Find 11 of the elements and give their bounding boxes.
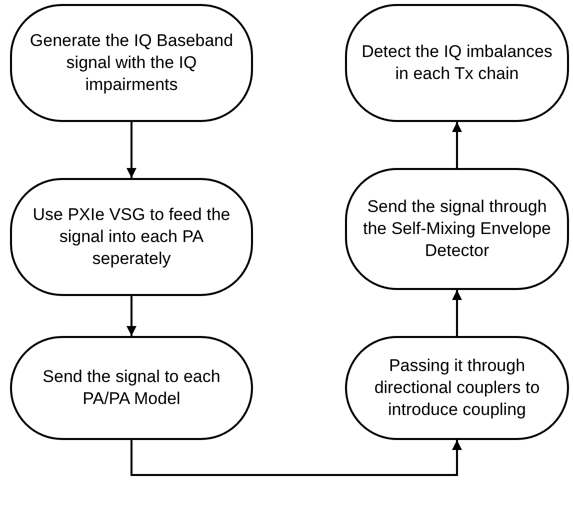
box-label: Use PXIe VSG to feed the signal into each PA seperately <box>32 204 232 270</box>
arrow <box>126 122 136 178</box>
arrow <box>452 122 462 168</box>
arrow <box>126 296 136 336</box>
box-label: Passing it through directional couplers to introduce coupling <box>373 354 541 422</box>
box-label: Send the signal through the Self-Mixing Envelope Detector <box>362 196 552 262</box>
box-label: Generate the IQ Baseband signal with the IQ impairments <box>28 30 234 96</box>
box-label: Send the signal to each PA/PA Model <box>42 366 222 410</box>
box-label: Detect the IQ imbalances in each Tx chain <box>360 40 554 85</box>
arrow <box>130 440 462 476</box>
arrow <box>452 290 462 336</box>
